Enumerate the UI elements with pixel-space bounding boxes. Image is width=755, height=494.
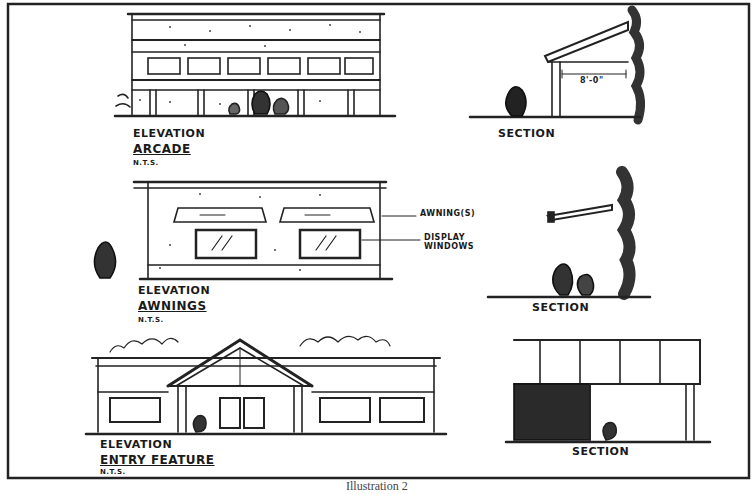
view-name: ARCADE bbox=[133, 143, 191, 156]
scale-note: N.T.S. bbox=[133, 160, 159, 168]
view-title: ELEVATION bbox=[100, 439, 172, 451]
callout-label: AWNING(S) bbox=[420, 210, 475, 219]
awnings-elevation bbox=[94, 182, 420, 279]
dimension: 8'-0" bbox=[578, 77, 606, 86]
view-title: ELEVATION bbox=[138, 285, 210, 297]
view-name: ENTRY FEATURE bbox=[100, 454, 215, 467]
arcade-section bbox=[470, 10, 641, 120]
scale-note: N.T.S. bbox=[100, 469, 126, 477]
view-name: AWNINGS bbox=[138, 300, 207, 313]
view-title: SECTION bbox=[498, 128, 555, 140]
entry-section bbox=[506, 340, 710, 442]
view-title: SECTION bbox=[532, 302, 589, 314]
awnings-section bbox=[488, 172, 650, 297]
callout-label: DISPLAY WINDOWS bbox=[424, 234, 496, 252]
entry-elevation bbox=[86, 336, 446, 434]
view-title: ELEVATION bbox=[133, 128, 205, 140]
arcade-elevation bbox=[115, 14, 395, 116]
scale-note: N.T.S. bbox=[138, 317, 164, 325]
figure-caption: Illustration 2 bbox=[346, 479, 408, 494]
view-title: SECTION bbox=[572, 446, 629, 458]
